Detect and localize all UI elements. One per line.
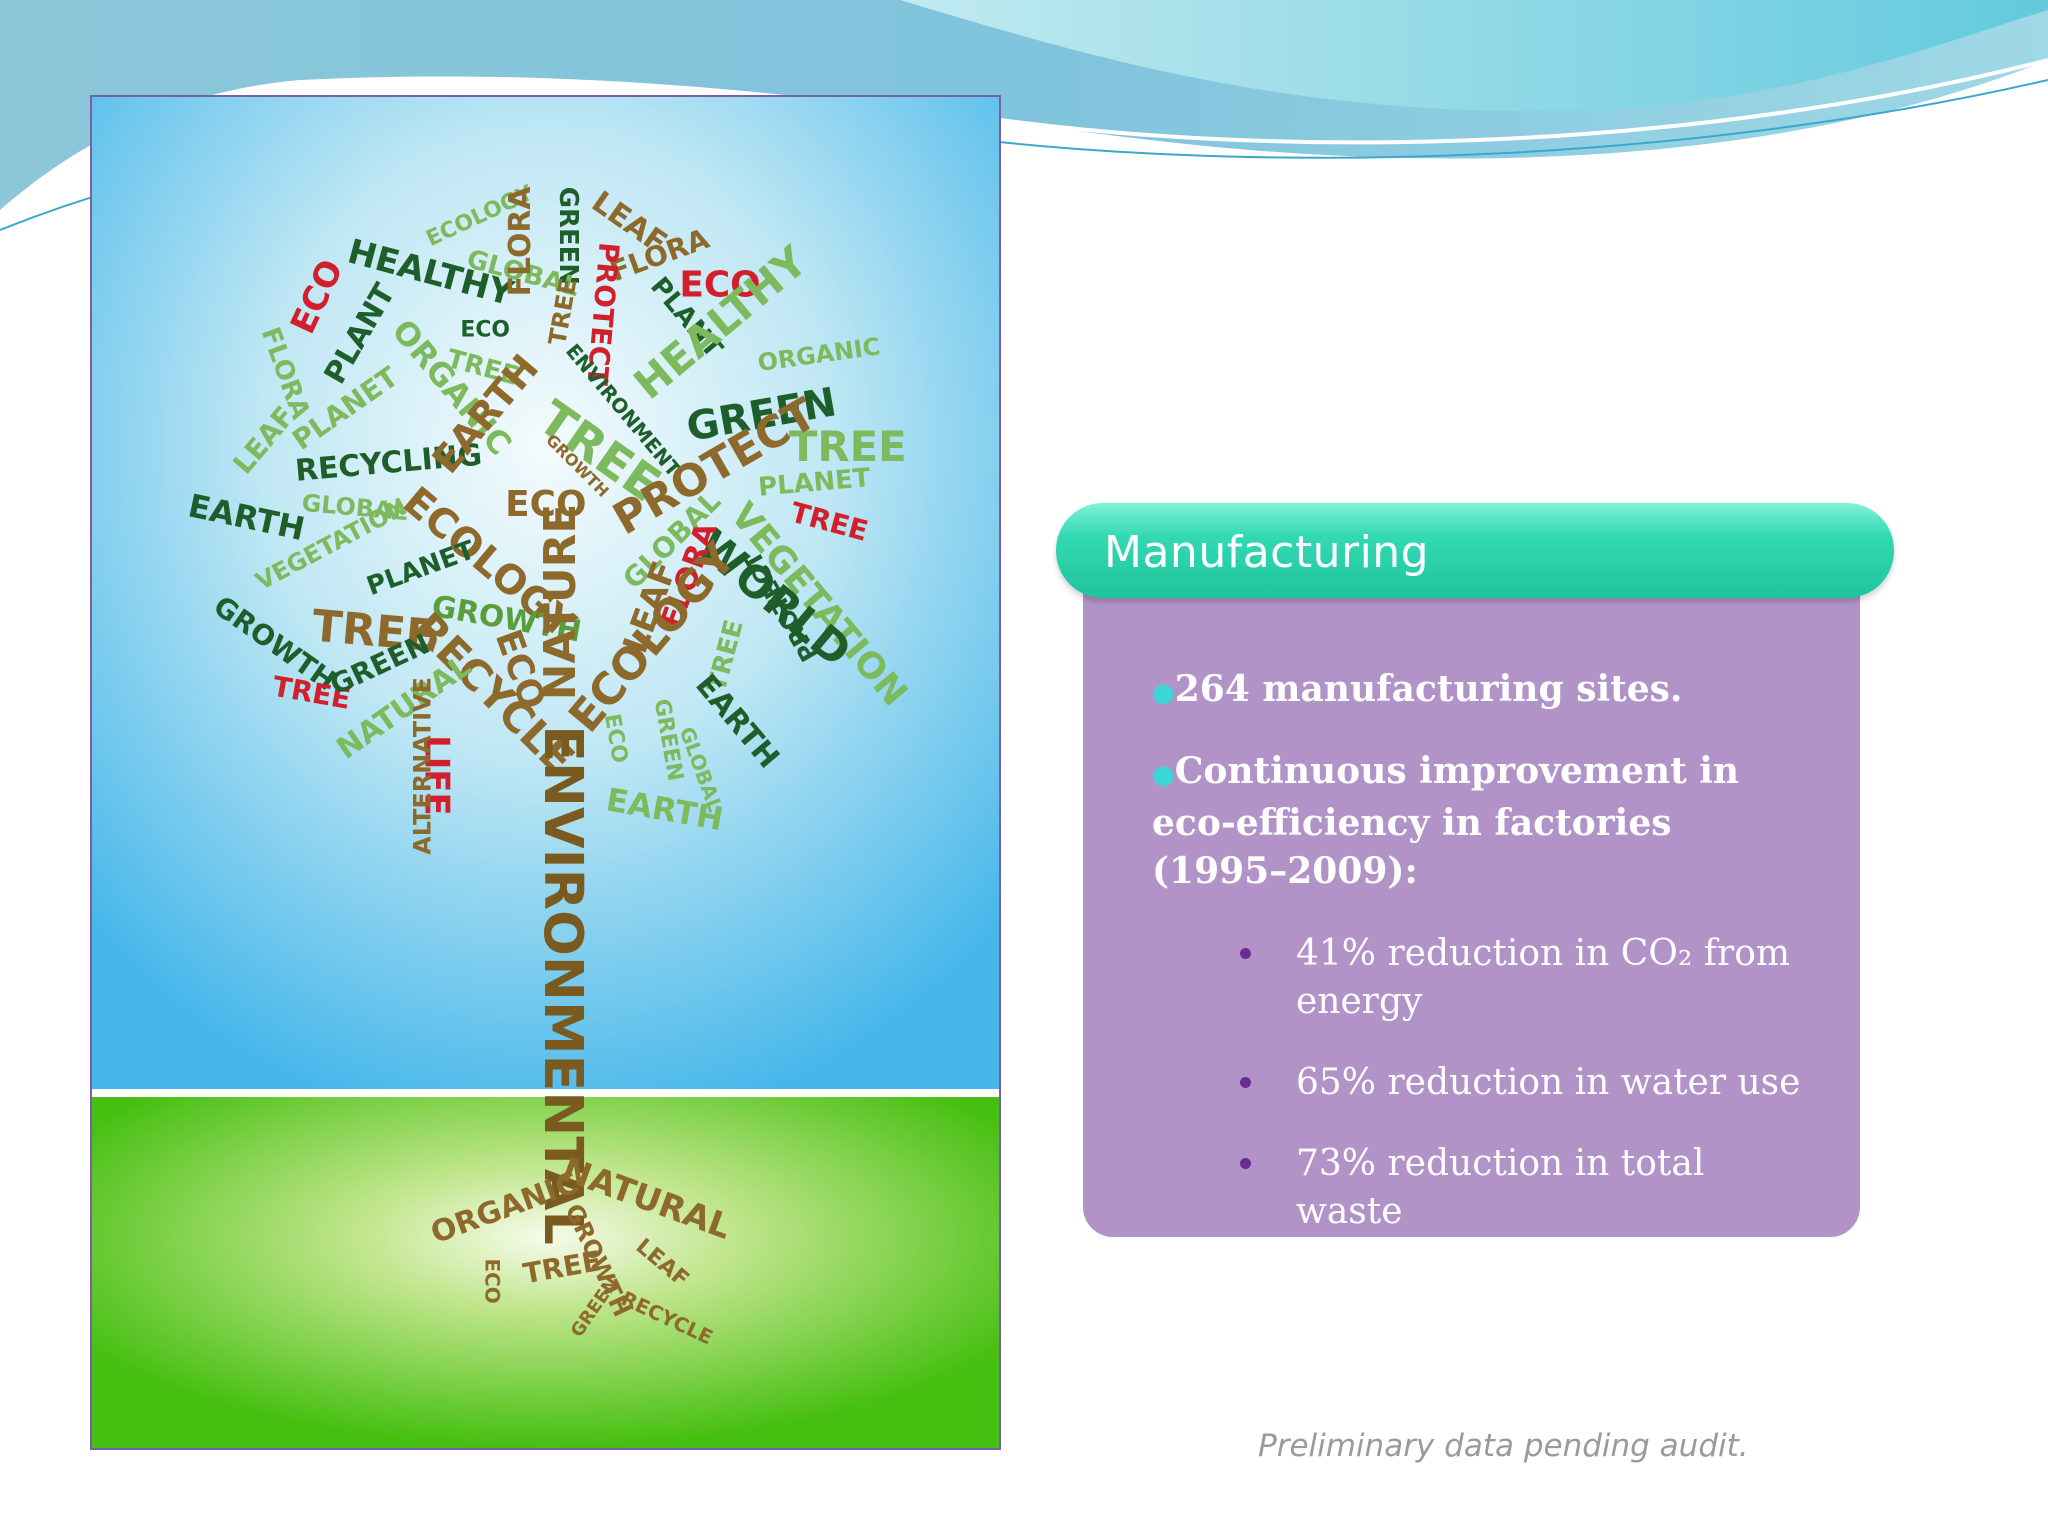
svg-text:LIFE: LIFE — [418, 735, 457, 815]
content-panel — [1083, 560, 1860, 1237]
bullet-dot-icon: ● — [1152, 760, 1175, 790]
svg-text:GREEN: GREEN — [553, 187, 583, 285]
sub-bullet-dot-icon — [1240, 1077, 1251, 1088]
bullet-text: 264 manufacturing sites. — [1174, 668, 1683, 710]
sub-bullet-item: 73% reduction in total waste — [1240, 1140, 1820, 1236]
svg-text:ALTERNATIVE: ALTERNATIVE — [409, 677, 437, 855]
svg-text:ECO: ECO — [679, 264, 760, 305]
svg-text:TREE: TREE — [789, 422, 907, 471]
sub-bullet-text: 41% reduction in CO₂ from energy — [1296, 933, 1791, 1022]
footnote: Preliminary data pending audit. — [1258, 1428, 1749, 1464]
sub-bullet-item: 41% reduction in CO₂ from energy — [1240, 930, 1820, 1026]
sub-bullet-text: 65% reduction in water use — [1296, 1062, 1801, 1103]
svg-text:ECO: ECO — [505, 484, 586, 525]
svg-text:FLORA: FLORA — [503, 186, 538, 296]
bullet-item: ●Continuous improvement in eco-efficienc… — [1152, 747, 1812, 895]
sub-bullet-item: 65% reduction in water use — [1240, 1059, 1820, 1107]
sub-bullet-dot-icon — [1240, 1158, 1251, 1169]
section-title: Manufacturing — [1104, 527, 1430, 578]
bullet-item: ●264 manufacturing sites. — [1152, 665, 1812, 717]
word-cloud-tree-image: ECOLOGY GREEN LEAF FLORA ECO HEALTHY GLO… — [90, 95, 1001, 1450]
bullet-list: ●264 manufacturing sites. ●Continuous im… — [1152, 665, 1812, 925]
bullet-dot-icon: ● — [1152, 678, 1175, 708]
svg-text:NATURE: NATURE — [535, 504, 586, 701]
svg-text:TREE: TREE — [310, 601, 437, 663]
trunk-word: ENVIRONMENTAL — [532, 725, 595, 1245]
section-header: Manufacturing — [1056, 503, 1894, 598]
bullet-text: Continuous improvement in eco-efficiency… — [1152, 750, 1740, 892]
sub-bullet-list: 41% reduction in CO₂ from energy 65% red… — [1240, 930, 1820, 1269]
sub-bullet-text: 73% reduction in total waste — [1296, 1143, 1705, 1232]
svg-text:ECO: ECO — [460, 317, 510, 342]
sub-bullet-dot-icon — [1240, 948, 1251, 959]
svg-text:ECO: ECO — [480, 1259, 503, 1304]
